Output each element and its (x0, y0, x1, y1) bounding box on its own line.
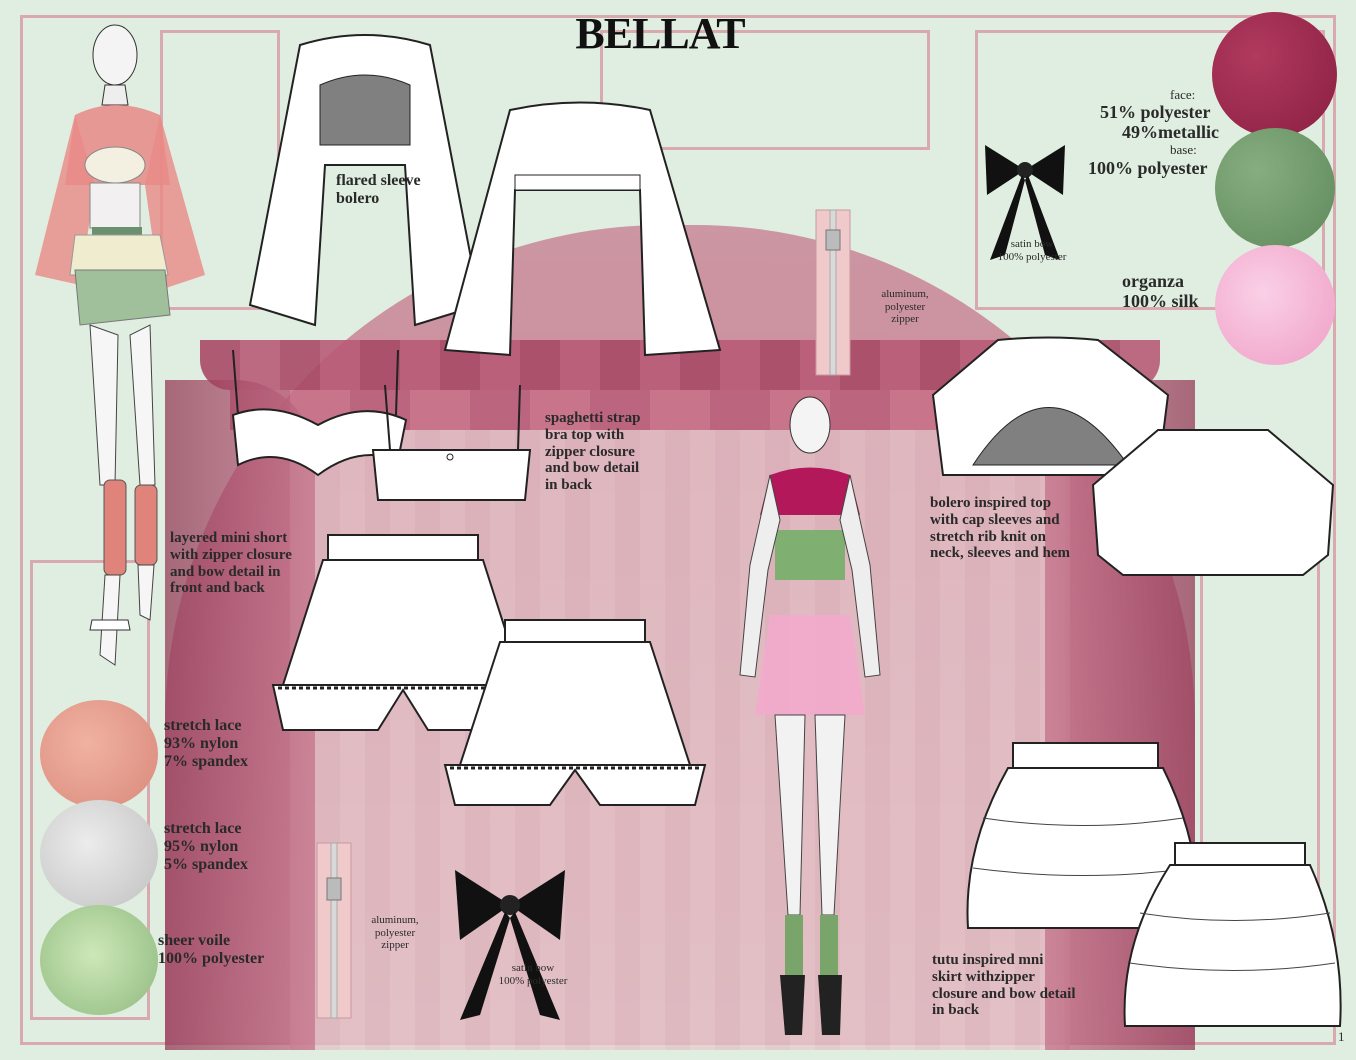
stretch-lace-1-label: stretch lace 93% nylon 7% spandex (164, 717, 249, 770)
page-number: 1 (1338, 1029, 1345, 1044)
collection-title: BELLAT (575, 9, 745, 58)
flared-sleeve-bolero-back (443, 101, 722, 357)
flared-sleeve-bolero-front (248, 34, 482, 327)
bra-top-back (371, 384, 532, 501)
stretch-lace-2-label: stretch lace 95% nylon 5% spandex (164, 820, 249, 873)
organza-pink-swatch (1215, 245, 1335, 365)
zipper-bottom-illustration (316, 842, 352, 1019)
bg-frame-center-top (600, 30, 930, 150)
tutu-skirt-label: tutu inspired mni skirt withzipper closu… (932, 952, 1076, 1019)
layered-short-back (443, 619, 707, 806)
satin-bow-bottom (455, 870, 565, 1020)
metallic-face-label: face: (1170, 87, 1196, 102)
zipper-bottom-label: aluminum, polyester zipper (371, 914, 419, 952)
bolero-top-back (1091, 429, 1335, 576)
left-model-illustration (35, 24, 205, 666)
metallic-base-label: base: (1170, 142, 1197, 157)
metallic-burgundy-swatch (1212, 12, 1337, 137)
stretch-lace-coral-swatch (40, 700, 158, 808)
stretch-lace-grey-swatch (40, 800, 158, 908)
metallic-composition-3: 100% polyester (1088, 158, 1208, 178)
organza-label: organza 100% silk (1122, 271, 1199, 312)
satin-bow-top (985, 145, 1065, 260)
bolero-top-label: bolero inspired top with cap sleeves and… (930, 495, 1070, 562)
zipper-top-illustration (815, 209, 851, 376)
sheer-voile-label: sheer voile 100% polyester (158, 932, 265, 967)
layered-short-label: layered mini short with zipper closure a… (170, 530, 292, 597)
bow-bottom-label: satin bow 100% polyester (498, 962, 568, 987)
bg-frame-left-bottom (30, 560, 150, 1020)
sheer-voile-green-swatch (40, 905, 158, 1015)
zipper-top-label: aluminum, polyester zipper (881, 288, 929, 326)
layered-short-front (271, 534, 535, 731)
bow-top-label: satin bow 100% polyester (997, 238, 1067, 263)
spaghetti-strap-label: spaghetti strap bra top with zipper clos… (545, 410, 641, 494)
tutu-skirt-back (1123, 842, 1342, 1027)
metallic-composition-1: 51% polyester (1100, 102, 1211, 122)
metallic-composition-2: 49%metallic (1122, 122, 1219, 142)
center-model-illustration (739, 396, 881, 1035)
metallic-green-swatch (1215, 128, 1335, 248)
flared-sleeve-label: flared sleeve bolero (336, 172, 421, 207)
bolero-top-front (931, 336, 1170, 476)
